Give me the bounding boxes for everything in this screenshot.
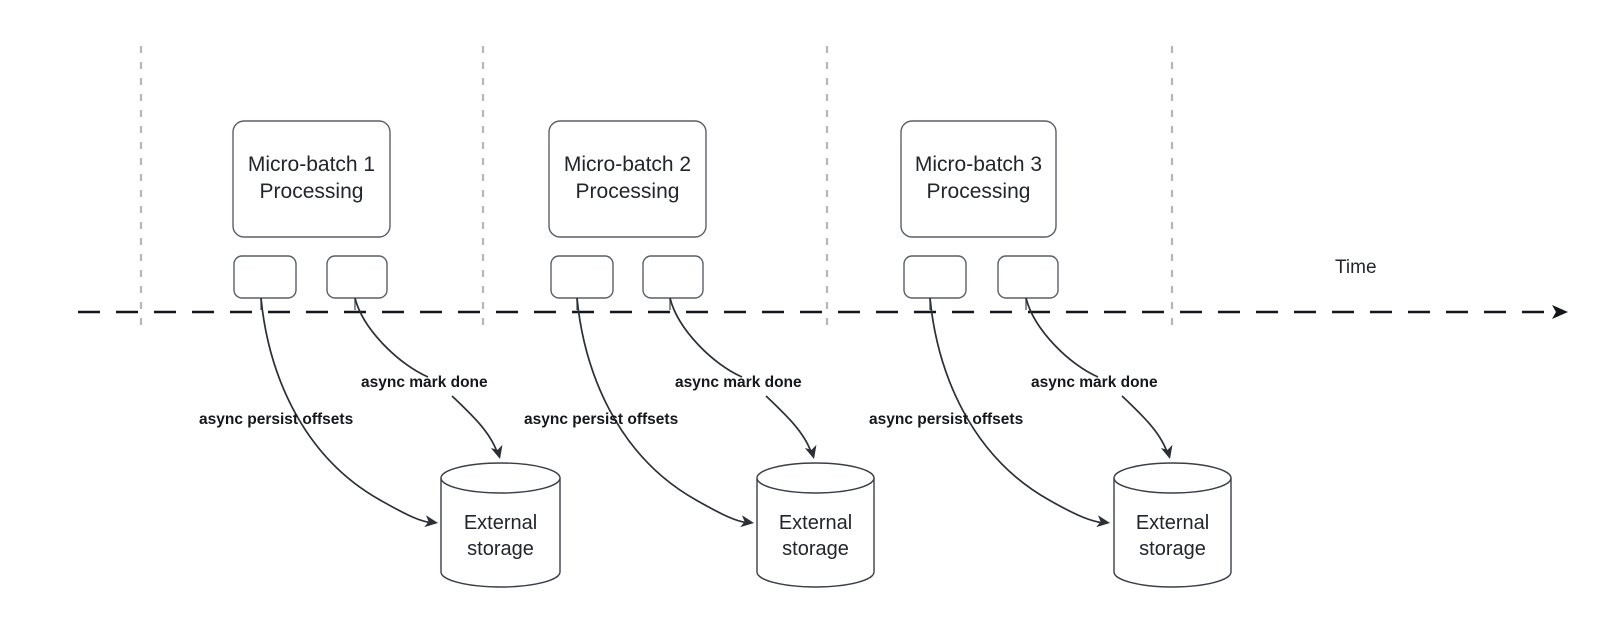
task-box-3a[interactable] bbox=[903, 255, 967, 299]
batch-3-storage-label-line2: storage bbox=[1139, 538, 1206, 560]
async-mark-done-3-curve bbox=[1025, 297, 1168, 453]
async-mark-done-2-curve bbox=[669, 297, 812, 453]
batch-3-storage-label-line1: External bbox=[1136, 512, 1209, 534]
batch-1-label-line1: Micro-batch 1 bbox=[248, 153, 375, 176]
async-persist-offsets-3-curve bbox=[929, 297, 1104, 524]
timeline-axis: Time bbox=[78, 257, 1568, 319]
batch-3-storage-body[interactable] bbox=[1113, 478, 1232, 588]
batch-1-storage-top bbox=[440, 462, 561, 494]
task-box-1a[interactable] bbox=[233, 255, 297, 299]
batch-3-box[interactable] bbox=[900, 120, 1057, 238]
async-persist-offsets-1-label: async persist offsets bbox=[199, 411, 353, 428]
batch-2-storage-label-line1: External bbox=[779, 512, 852, 534]
batch-2-storage-label-line2: storage bbox=[782, 538, 849, 560]
batch-1-storage-label-line1: External bbox=[464, 512, 537, 534]
async-persist-offsets-2-arrowhead bbox=[740, 515, 754, 528]
async-persist-offsets-2-curve bbox=[576, 297, 749, 524]
batch-groups: Micro-batch 1ProcessingExternalstorageMi… bbox=[232, 120, 1232, 588]
async-persist-offsets-1-arrowhead bbox=[424, 515, 438, 528]
batch-2-label-line1: Micro-batch 2 bbox=[564, 153, 691, 176]
batch-1-storage-body[interactable] bbox=[440, 478, 561, 588]
async-mark-done-1-label: async mark done bbox=[361, 374, 488, 391]
batch-1-label-line2: Processing bbox=[260, 180, 364, 203]
batch-2-storage-body[interactable] bbox=[756, 478, 875, 588]
batch-1-storage-label-line2: storage bbox=[467, 538, 534, 560]
async-mark-done-2-arrowhead bbox=[804, 444, 817, 459]
async-persist-offsets-2-label: async persist offsets bbox=[524, 411, 678, 428]
batch-3-label-line1: Micro-batch 3 bbox=[915, 153, 1042, 176]
async-mark-done-2-label: async mark done bbox=[675, 374, 802, 391]
task-box-3b[interactable] bbox=[997, 255, 1059, 299]
batch-3-label-line2: Processing bbox=[927, 180, 1031, 203]
async-persist-offsets-3-label: async persist offsets bbox=[869, 411, 1023, 428]
batch-3-storage-top bbox=[1113, 462, 1232, 494]
task-box-2a[interactable] bbox=[550, 255, 614, 299]
async-mark-done-1-curve bbox=[354, 297, 498, 453]
batch-2-box[interactable] bbox=[548, 120, 707, 238]
batch-1-box[interactable] bbox=[232, 120, 391, 238]
async-persist-offsets-1-curve bbox=[260, 297, 433, 524]
async-mark-done-1-arrowhead bbox=[490, 444, 503, 459]
batch-2-label-line2: Processing bbox=[576, 180, 680, 203]
async-mark-done-3-label: async mark done bbox=[1031, 374, 1158, 391]
async-persist-offsets-3-arrowhead bbox=[1096, 515, 1110, 528]
edge-labels: async persist offsets async mark done asyn… bbox=[199, 297, 1173, 528]
task-box-2b[interactable] bbox=[642, 255, 704, 299]
time-axis-arrowhead bbox=[1552, 305, 1568, 319]
time-axis-label: Time bbox=[1335, 257, 1377, 278]
task-box-1b[interactable] bbox=[326, 255, 388, 299]
async-mark-done-3-arrowhead bbox=[1160, 444, 1173, 459]
batch-2-storage-top bbox=[756, 462, 875, 494]
